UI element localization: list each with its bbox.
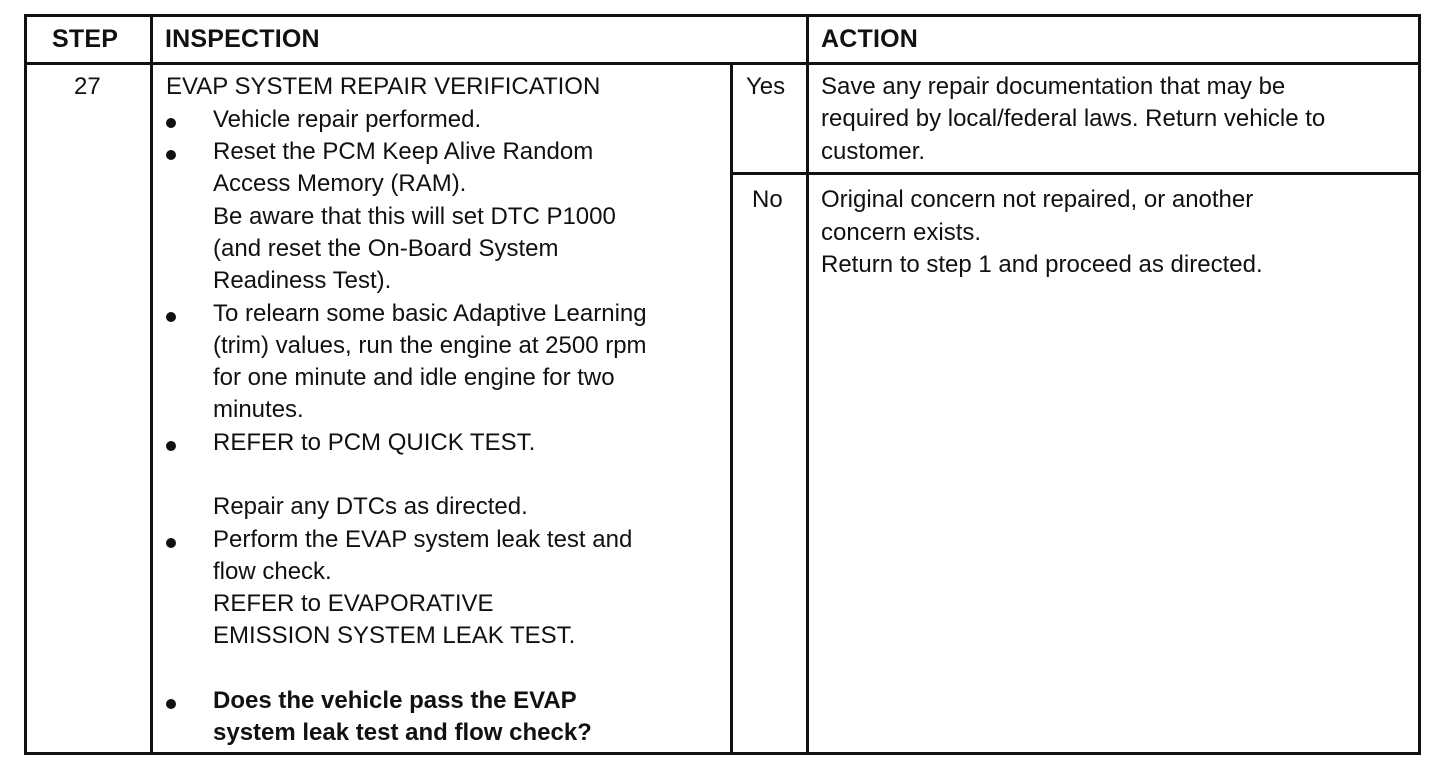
- bullet-line: flow check.: [213, 558, 332, 585]
- bullet-line: minutes.: [213, 396, 304, 423]
- bullet-line: REFER to EVAPORATIVE: [213, 590, 494, 617]
- yes-no-divider: [731, 172, 1421, 175]
- bullet-icon: [166, 118, 176, 128]
- answer-column-divider: [730, 63, 733, 755]
- answer-yes-label: Yes: [746, 73, 786, 100]
- no-action-line: Return to step 1 and proceed as directed…: [821, 251, 1263, 278]
- bullet-line: EMISSION SYSTEM LEAK TEST.: [213, 622, 576, 649]
- bullet-line: Readiness Test).: [213, 267, 392, 294]
- bullet-icon: [166, 699, 176, 709]
- bullet-icon: [166, 312, 176, 322]
- inspection-header: INSPECTION: [165, 25, 320, 53]
- bullet-line: (and reset the On-Board System: [213, 235, 559, 262]
- bullet-line: Vehicle repair performed.: [213, 106, 482, 133]
- no-action-line: concern exists.: [821, 219, 982, 246]
- header-divider: [24, 62, 1421, 65]
- bullet-line: To relearn some basic Adaptive Learning: [213, 300, 647, 327]
- yes-action-line: customer.: [821, 138, 926, 165]
- bullet-line: Reset the PCM Keep Alive Random: [213, 138, 594, 165]
- procedure-table: [24, 14, 1421, 755]
- bullet-line: Be aware that this will set DTC P1000: [213, 203, 616, 230]
- yes-action-line: Save any repair documentation that may b…: [821, 73, 1286, 100]
- bullet-line: Perform the EVAP system leak test and: [213, 526, 633, 553]
- bullet-icon: [166, 538, 176, 548]
- step-column-divider: [150, 14, 153, 755]
- question-line: system leak test and flow check?: [213, 719, 592, 746]
- yes-action-line: required by local/federal laws. Return v…: [821, 105, 1326, 132]
- action-header: ACTION: [821, 25, 919, 53]
- bullet-line: REFER to PCM QUICK TEST.: [213, 429, 536, 456]
- question-line: Does the vehicle pass the EVAP: [213, 687, 577, 714]
- bullet-line: (trim) values, run the engine at 2500 rp…: [213, 332, 647, 359]
- bullet-line: Repair any DTCs as directed.: [213, 493, 528, 520]
- step-header: STEP: [52, 25, 119, 53]
- action-column-divider: [806, 14, 809, 755]
- no-action-line: Original concern not repaired, or anothe…: [821, 186, 1254, 213]
- inspection-title: EVAP SYSTEM REPAIR VERIFICATION: [166, 73, 601, 100]
- bullet-line: for one minute and idle engine for two: [213, 364, 615, 391]
- step-number: 27: [74, 73, 101, 100]
- bullet-icon: [166, 441, 176, 451]
- answer-no-label: No: [752, 186, 783, 213]
- bullet-icon: [166, 150, 176, 160]
- bullet-line: Access Memory (RAM).: [213, 170, 467, 197]
